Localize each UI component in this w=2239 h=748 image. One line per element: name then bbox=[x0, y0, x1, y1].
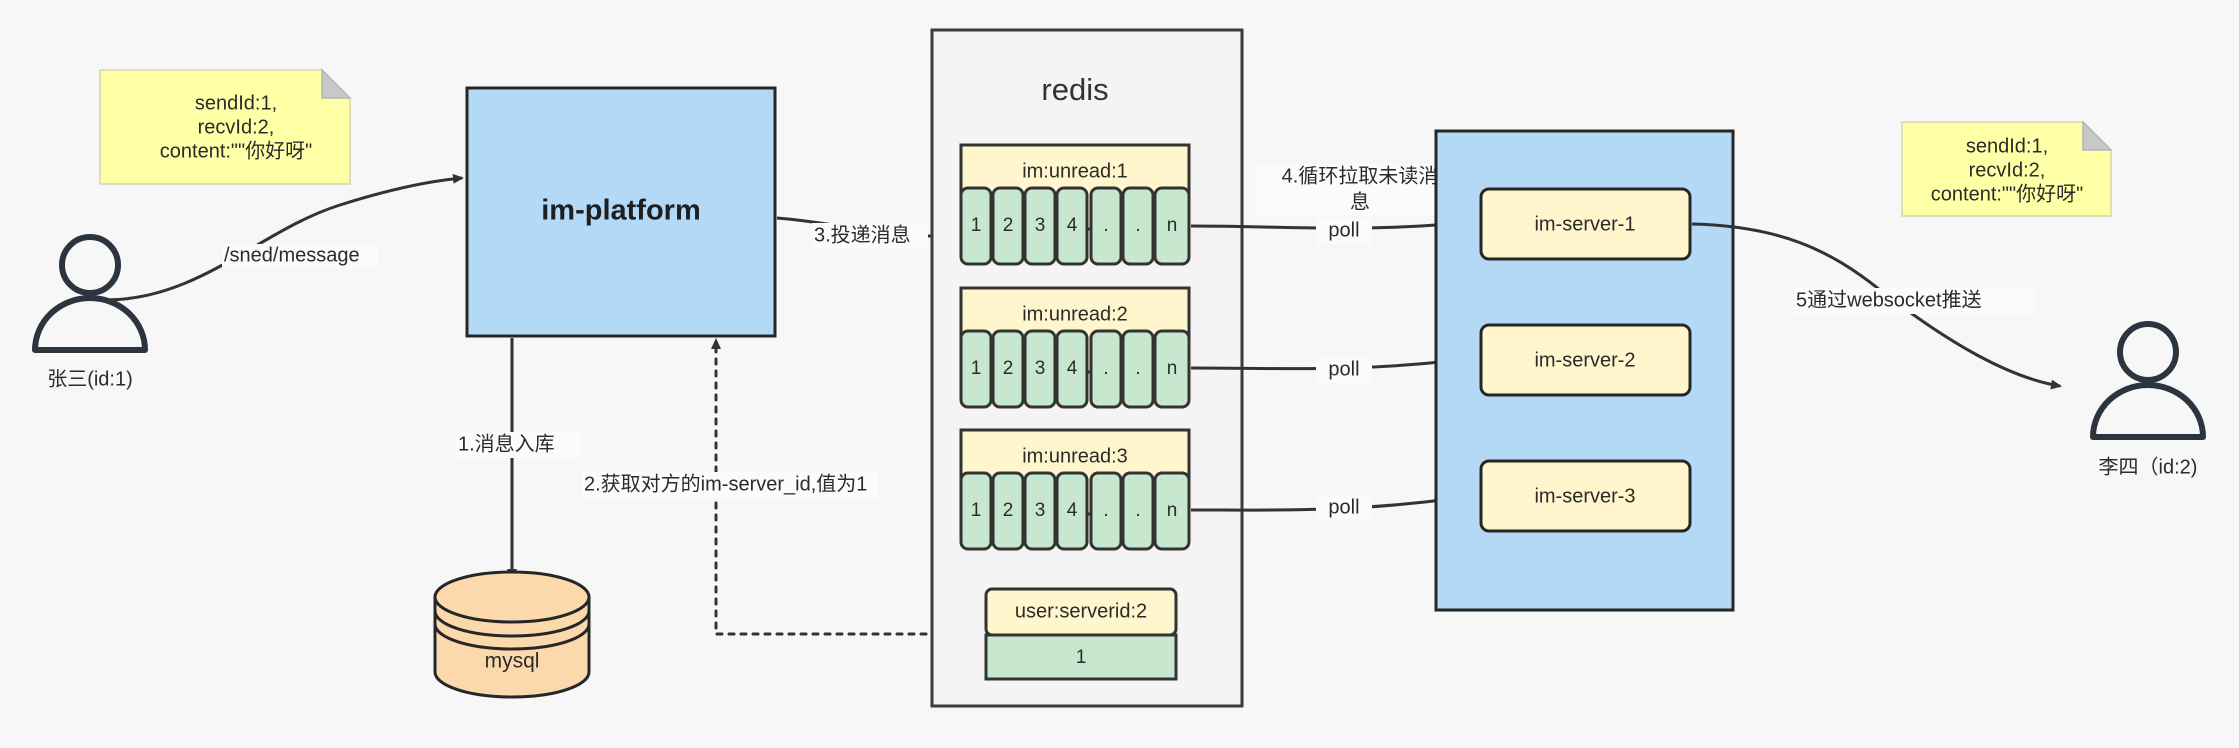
edge-poll-2: poll bbox=[1190, 357, 1452, 383]
edge-label-step4: 4.循环拉取未读消 息 bbox=[1256, 164, 1468, 216]
redis-key-block-1[interactable]: im:unread:1 1 2 3 4 . . n bbox=[959, 143, 1191, 266]
redis-cell: 3 bbox=[1035, 358, 1046, 379]
im-server-3-box[interactable]: im-server-3 bbox=[1479, 459, 1692, 533]
redis-title: redis bbox=[1041, 72, 1108, 107]
edge-deliver-message: 3.投递消息 bbox=[776, 216, 962, 249]
redis-serverid-key: user:serverid:2 bbox=[1015, 600, 1147, 622]
im-server-group: im-server-1 im-server-2 im-server-3 bbox=[1434, 129, 1735, 612]
redis-cell: . bbox=[1103, 215, 1108, 236]
right-user-label: 李四（id:2) bbox=[2099, 455, 2198, 478]
redis-cell: 1 bbox=[971, 358, 982, 379]
redis-key-label-2: im:unread:2 bbox=[1022, 303, 1128, 325]
redis-cell: 2 bbox=[1003, 215, 1014, 236]
edge-label-step5: 5通过websocket推送 bbox=[1796, 288, 1982, 311]
redis-cell: 3 bbox=[1035, 215, 1046, 236]
redis-cell: . bbox=[1135, 215, 1140, 236]
left-note-line-3: content:""你好呀" bbox=[160, 139, 312, 162]
im-server-2-label: im-server-2 bbox=[1534, 349, 1635, 371]
redis-serverid-block[interactable]: user:serverid:2 1 bbox=[984, 587, 1178, 681]
im-server-1-label: im-server-1 bbox=[1534, 213, 1635, 235]
edge-label-step4-line2: 息 bbox=[1350, 190, 1370, 213]
mysql-label: mysql bbox=[485, 650, 540, 673]
redis-container: redis im:unread:1 1 2 3 4 . . bbox=[930, 28, 1244, 708]
edge-label-poll-3: poll bbox=[1328, 496, 1359, 518]
redis-cell: 1 bbox=[971, 215, 982, 236]
edge-label-step4-line1: 4.循环拉取未读消 bbox=[1282, 164, 1439, 187]
redis-cell: . bbox=[1103, 358, 1108, 379]
edge-poll-1: poll bbox=[1190, 218, 1452, 244]
redis-cell: . bbox=[1135, 500, 1140, 521]
right-message-note: sendId:1, recvId:2, content:""你好呀" bbox=[1901, 120, 2113, 217]
redis-cell: 4 bbox=[1067, 358, 1078, 379]
left-user-figure: 张三(id:1) bbox=[32, 234, 148, 390]
redis-list-cells-2: 1 2 3 4 . . n bbox=[959, 329, 1191, 409]
redis-cell: . bbox=[1103, 500, 1108, 521]
edge-label-step1: 1.消息入库 bbox=[458, 432, 555, 455]
mysql-database[interactable]: mysql bbox=[433, 570, 591, 699]
redis-key-label-1: im:unread:1 bbox=[1022, 160, 1128, 182]
im-server-3-label: im-server-3 bbox=[1534, 485, 1635, 507]
redis-serverid-value: 1 bbox=[1076, 647, 1087, 668]
left-note-line-2: recvId:2, bbox=[198, 116, 275, 138]
edge-store-message: 1.消息入库 bbox=[455, 338, 581, 580]
im-platform-label: im-platform bbox=[541, 195, 701, 227]
edge-label-step2: 2.获取对方的im-server_id,值为1 bbox=[584, 472, 867, 495]
im-server-2-box[interactable]: im-server-2 bbox=[1479, 323, 1692, 397]
redis-cell: 1 bbox=[971, 500, 982, 521]
redis-key-block-2[interactable]: im:unread:2 1 2 3 4 . . n bbox=[959, 286, 1191, 409]
edge-label-send-message: /sned/message bbox=[224, 244, 360, 266]
redis-key-block-3[interactable]: im:unread:3 1 2 3 4 . . n bbox=[959, 428, 1191, 551]
redis-cell: . bbox=[1135, 358, 1140, 379]
right-user-figure: 李四（id:2) bbox=[2090, 321, 2206, 478]
im-platform-box[interactable]: im-platform bbox=[465, 86, 777, 338]
edge-label-poll-1: poll bbox=[1328, 219, 1359, 241]
redis-key-label-3: im:unread:3 bbox=[1022, 445, 1128, 467]
redis-cell: 2 bbox=[1003, 358, 1014, 379]
left-user-label: 张三(id:1) bbox=[47, 367, 133, 390]
redis-list-cells-1: 1 2 3 4 . . n bbox=[959, 186, 1191, 266]
redis-list-cells-3: 1 2 3 4 . . n bbox=[959, 471, 1191, 551]
right-note-line-1: sendId:1, bbox=[1966, 135, 2048, 157]
right-note-line-3: content:""你好呀" bbox=[1931, 182, 2083, 205]
im-server-1-box[interactable]: im-server-1 bbox=[1479, 187, 1692, 261]
redis-cell: 2 bbox=[1003, 500, 1014, 521]
edge-label-step3: 3.投递消息 bbox=[814, 223, 911, 246]
edge-send-message: /sned/message bbox=[104, 173, 464, 302]
left-note-line-1: sendId:1, bbox=[195, 92, 277, 114]
right-note-line-2: recvId:2, bbox=[1969, 159, 2046, 181]
edge-websocket-push: 5通过websocket推送 bbox=[1691, 222, 2062, 390]
redis-cell: 4 bbox=[1067, 500, 1078, 521]
redis-cell: n bbox=[1167, 500, 1178, 521]
edge-poll-3: poll bbox=[1190, 495, 1452, 521]
edge-fetch-serverid: 2.获取对方的im-server_id,值为1 bbox=[582, 338, 988, 636]
redis-cell: 4 bbox=[1067, 215, 1078, 236]
redis-cell: n bbox=[1167, 358, 1178, 379]
redis-cell: 3 bbox=[1035, 500, 1046, 521]
left-message-note: sendId:1, recvId:2, content:""你好呀" bbox=[99, 68, 352, 185]
redis-cell: n bbox=[1167, 215, 1178, 236]
edge-label-poll-2: poll bbox=[1328, 358, 1359, 380]
